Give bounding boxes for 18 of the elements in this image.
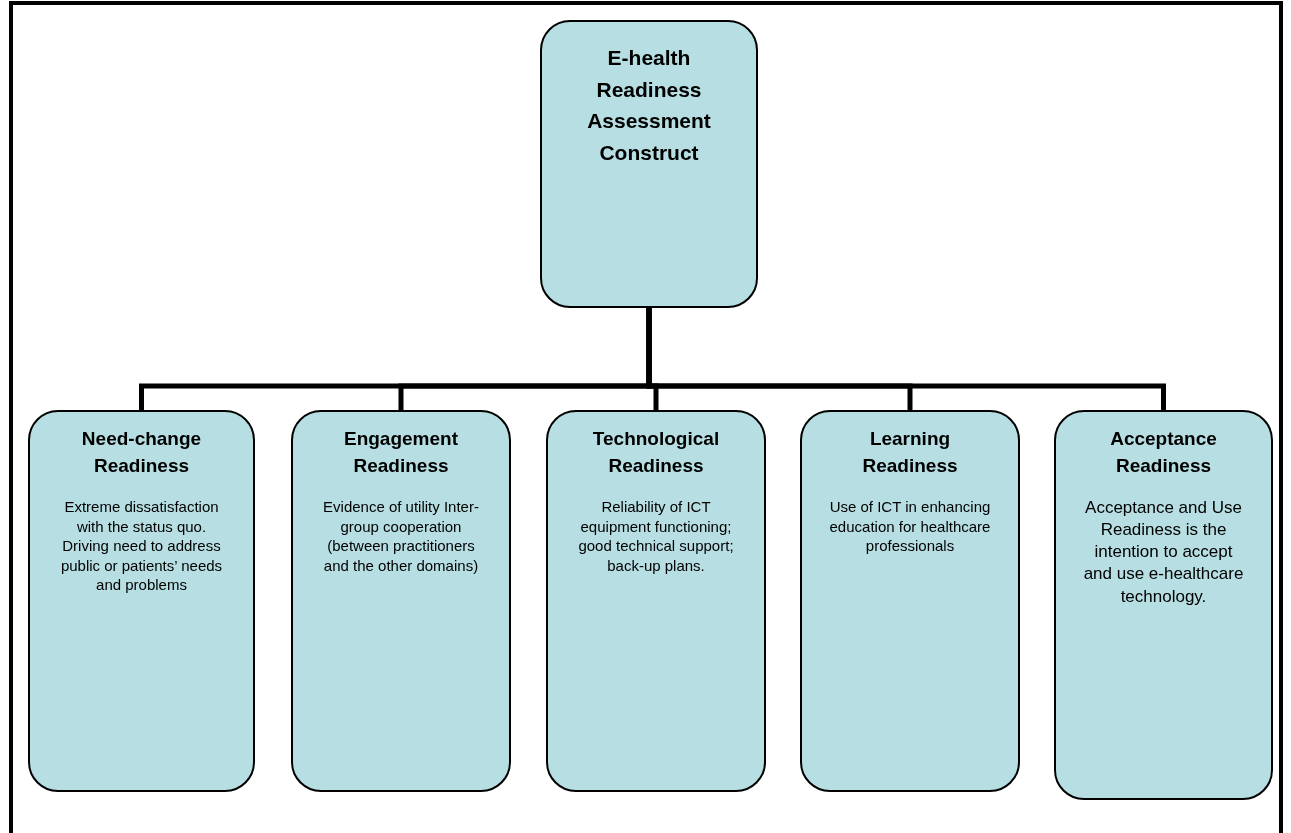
root-box <box>540 20 758 308</box>
box-description: Acceptance and Use Readiness is the intention to accept and use e-healthcare technology. <box>1082 497 1245 608</box>
connector-line <box>646 308 1166 410</box>
box-description: Use of ICT in enhancing education for healthcare professionals <box>828 497 992 556</box>
box-heading: Engagement Readiness <box>343 427 459 478</box>
box-heading: E-health Readiness Assessment Construct <box>586 45 712 166</box>
box-heading: Acceptance Readiness <box>1109 427 1218 478</box>
box-heading: Technological Readiness <box>591 427 721 478</box>
box-description: Evidence of utility Inter-group cooperation (between practitioners and the other domains) <box>322 497 480 576</box>
category-box <box>800 410 1020 792</box>
category-box <box>28 410 255 792</box>
box-heading: Learning Readiness <box>861 427 959 478</box>
box-description: Reliability of ICT equipment functioning; good technical support; back-up plans. <box>577 497 735 576</box>
category-box <box>1054 410 1273 800</box>
category-box <box>546 410 766 792</box>
category-box <box>291 410 511 792</box>
box-description: Extreme dissatisfaction with the status quo. Driving need to address public or patients’ needs and problems <box>59 497 224 595</box>
box-heading: Need-change Readiness <box>80 427 203 478</box>
